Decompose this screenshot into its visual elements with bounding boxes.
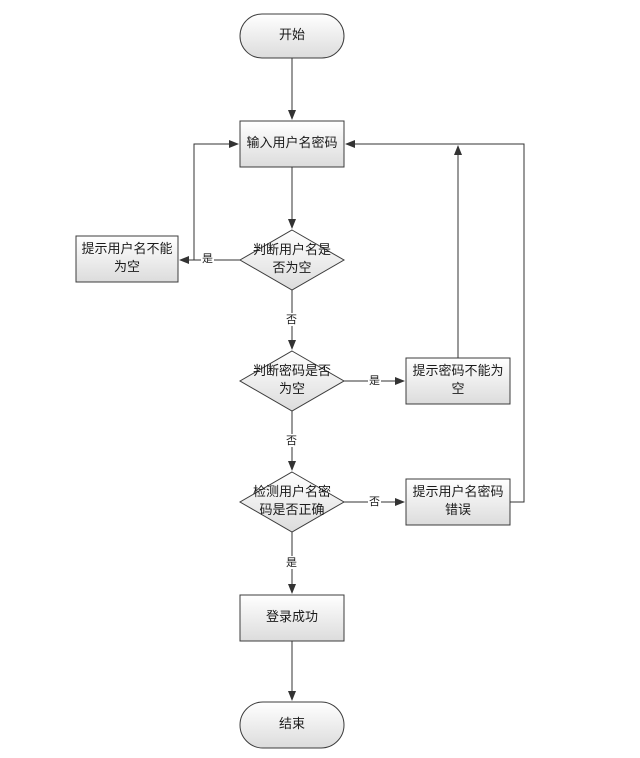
- end-terminal: [239, 701, 345, 749]
- prompt-pwd-empty-process: [405, 357, 511, 405]
- start-terminal: [239, 13, 345, 59]
- edge-label-user-empty-no: 否: [285, 313, 298, 326]
- edge-promptuser-back: [193, 140, 239, 260]
- edge-label-pwd-empty-yes: 是: [368, 374, 381, 387]
- edge-label-cred-yes: 是: [285, 556, 298, 569]
- input-process: [239, 120, 345, 168]
- check-user-empty-decision: [238, 229, 346, 291]
- check-pwd-empty-decision: [238, 350, 346, 412]
- prompt-wrong-process: [405, 478, 511, 526]
- edge-label-user-empty-yes: 是: [201, 252, 214, 265]
- prompt-user-empty-process: [75, 235, 179, 283]
- success-process: [239, 594, 345, 642]
- check-credentials-decision: [238, 471, 346, 533]
- edge-promptwrong-back: [345, 140, 525, 503]
- edge-label-cred-no: 否: [368, 495, 381, 508]
- edge-label-pwd-empty-no: 否: [285, 434, 298, 447]
